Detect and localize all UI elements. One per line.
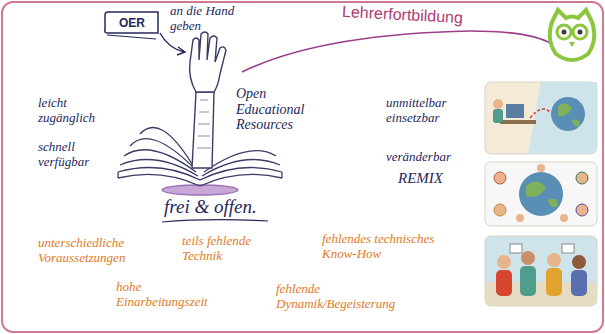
picture-panel	[485, 82, 597, 154]
picture-panel	[485, 236, 597, 306]
book-box: OER	[104, 10, 160, 36]
problem-note: unterschiedliche Voraussetzungen	[38, 236, 150, 265]
hand-part	[190, 32, 226, 92]
note: leicht zugänglich	[38, 96, 110, 125]
picture-panel-part	[576, 204, 588, 216]
picture-panel-part	[526, 181, 558, 207]
picture-panel-part	[485, 82, 597, 154]
hand-part	[197, 100, 211, 148]
note: veränderbar	[386, 150, 470, 165]
problem-note: fehlendes technisches Know-How	[322, 232, 466, 261]
open-book-part	[120, 160, 198, 176]
picture-panel-part	[500, 120, 536, 124]
owl-icon-part	[573, 25, 587, 39]
arrow-head	[177, 47, 185, 55]
picture-panel-part	[528, 82, 597, 154]
open-book-part	[118, 172, 282, 178]
open-book-part	[140, 127, 192, 164]
picture-panel-part	[494, 204, 506, 216]
book-cover	[105, 12, 158, 33]
picture-panel-part	[506, 104, 524, 118]
note: schnell verfügbar	[38, 140, 110, 169]
hand-part	[192, 92, 214, 168]
picture-panel-part	[571, 270, 587, 296]
open-book-part	[202, 160, 280, 176]
picture-panel-part	[493, 99, 503, 109]
note: REMIX	[398, 170, 468, 187]
picture-panel-part	[520, 266, 536, 296]
swoosh-line	[242, 31, 552, 72]
picture-panel-part	[576, 172, 588, 184]
picture-panel-part	[494, 172, 506, 184]
note: unmittelbar einsetzbar	[386, 96, 470, 125]
note: an die Hand geben	[170, 4, 240, 33]
picture-panel-part	[551, 97, 585, 131]
picture-panel-part	[547, 253, 561, 267]
picture-panel-part	[510, 244, 522, 253]
picture-panel-part	[558, 103, 580, 126]
picture-panel-part	[560, 214, 568, 222]
problem-note: teils fehlende Technik	[182, 234, 274, 263]
picture-panel-part	[537, 164, 545, 172]
picture-panel-part	[516, 214, 524, 222]
picture-panel-part	[530, 109, 550, 118]
owl-icon-part	[569, 42, 575, 47]
open-book-part	[204, 151, 276, 172]
problem-note: fehlende Dynamik/Begeisterung	[276, 282, 410, 311]
owl-icon-part	[562, 30, 567, 35]
picture-panel	[485, 162, 597, 226]
owl-icon	[550, 10, 595, 60]
owl-icon-part	[578, 30, 583, 35]
problem-note: hohe Einarbeitungszeit	[116, 280, 220, 309]
picture-panel-part	[493, 109, 503, 123]
slogan: frei & offen.	[164, 196, 284, 217]
picture-panel-part	[546, 268, 562, 296]
picture-panel-part	[519, 172, 563, 216]
book-pages	[107, 35, 156, 39]
picture-panel-part	[521, 251, 535, 265]
picture-panel-part	[497, 255, 511, 269]
book-title: OER	[119, 16, 145, 30]
picture-panel-part	[562, 244, 574, 253]
picture-panel-part	[485, 162, 597, 226]
owl-icon-part	[557, 25, 571, 39]
picture-panel-part	[572, 255, 586, 269]
underline	[162, 220, 268, 222]
owl-icon-part	[550, 10, 595, 60]
picture-panel-part	[485, 236, 597, 306]
picture-panel-part	[496, 270, 512, 296]
hand	[190, 32, 226, 168]
heading-text: Open Educational Resources	[236, 86, 318, 133]
open-book-part	[118, 168, 282, 181]
